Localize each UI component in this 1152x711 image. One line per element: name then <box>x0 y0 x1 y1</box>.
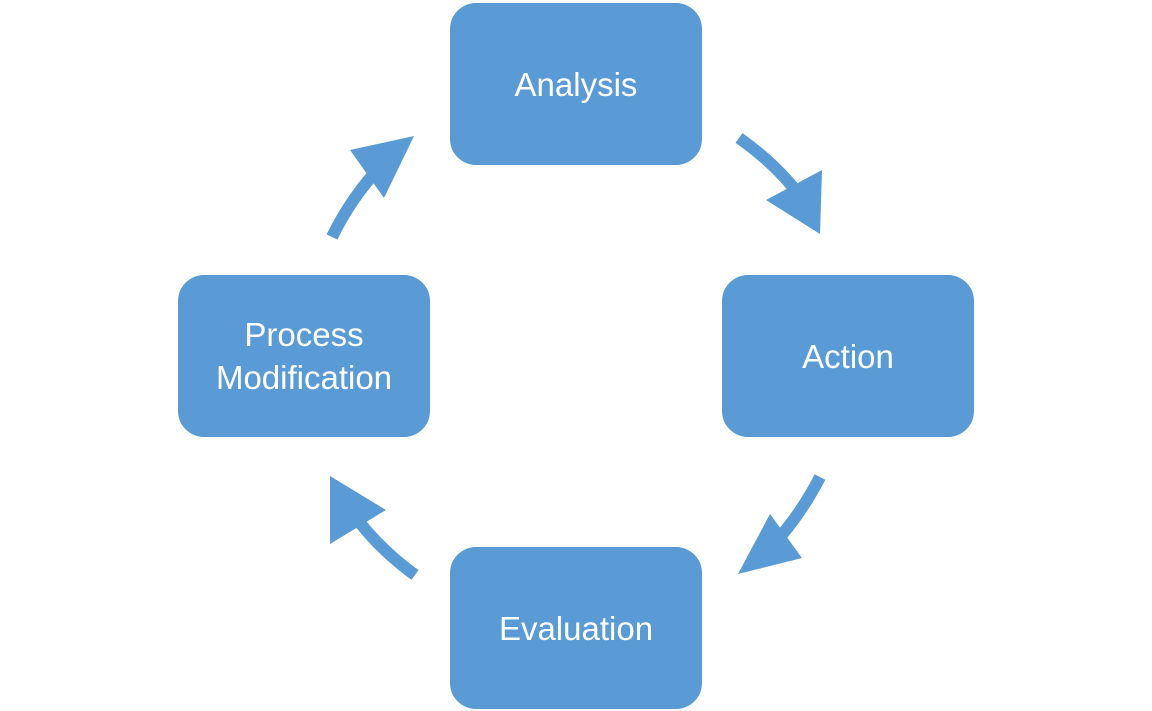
node-action-label: Action <box>802 335 894 378</box>
arrow-evaluation-to-process-modification-head <box>330 476 386 544</box>
node-action-label-line-1: Action <box>802 337 894 375</box>
node-process-modification-label-line-2: Modification <box>215 359 393 396</box>
node-action: Action <box>722 275 974 437</box>
arrow-process-modification-to-analysis <box>326 136 414 240</box>
node-evaluation: Evaluation <box>450 547 702 709</box>
node-process-modification-label-line-1: Process <box>244 316 364 353</box>
arrow-evaluation-to-process-modification-shaft <box>349 511 419 580</box>
node-analysis-label: Analysis <box>515 63 638 106</box>
node-analysis-label-line-1: Analysis <box>514 65 638 103</box>
arrow-action-to-evaluation <box>738 474 826 574</box>
arrow-analysis-to-action <box>735 133 822 234</box>
arrow-evaluation-to-process-modification <box>330 476 419 580</box>
node-evaluation-label: Evaluation <box>499 607 653 650</box>
node-process-modification-label: Process Modification <box>216 313 392 399</box>
node-analysis: Analysis <box>450 3 702 165</box>
node-process-modification: Process Modification <box>178 275 430 437</box>
arrow-analysis-to-action-head <box>766 170 822 234</box>
arrow-action-to-evaluation-head <box>738 514 802 574</box>
arrow-process-modification-to-analysis-head <box>350 136 414 198</box>
node-evaluation-label-line-1: Evaluation <box>498 609 654 647</box>
